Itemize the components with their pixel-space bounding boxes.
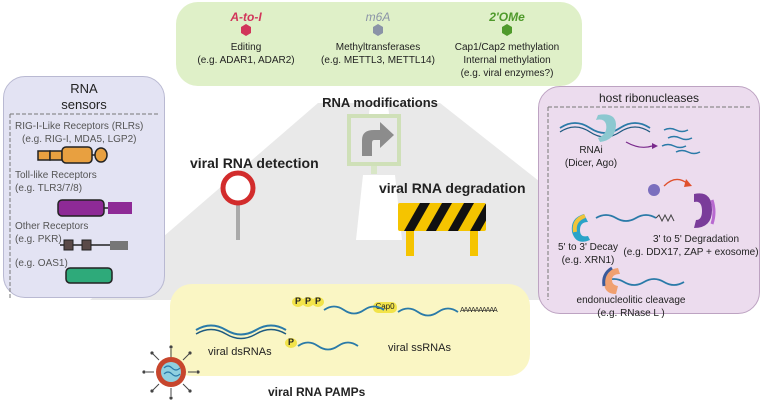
other-receptors-label: Other Receptors xyxy=(15,221,89,232)
rlr-example: (e.g. RIG-I, MDA5, LGP2) xyxy=(22,134,137,145)
rlr-label: RIG-I-Like Receptors (RLRs) xyxy=(15,121,144,132)
rnai-label: RNAi xyxy=(579,145,603,156)
m6a-title: m6A xyxy=(365,10,391,24)
nucleases-title: host ribonucleases xyxy=(598,91,700,105)
ssrnas-label: viral ssRNAs xyxy=(388,342,451,354)
a2i-line1: Editing xyxy=(230,42,262,53)
p-label-4: P xyxy=(287,337,294,347)
ome-title: 2'OMe xyxy=(489,10,525,24)
ome-line2: Internal methylation xyxy=(463,55,551,66)
m6a-line2: (e.g. METTL3, METTL14) xyxy=(321,55,435,66)
p-label-1: P xyxy=(294,296,301,306)
endo-label: endonucleolitic cleavage xyxy=(576,295,686,306)
modifications-heading: RNA modifications xyxy=(322,95,438,110)
p-label-2: P xyxy=(304,296,311,306)
cap0-label: Cap0 xyxy=(375,302,395,311)
decay53-label: 5' to 3' Decay xyxy=(558,242,618,253)
m6a-line1: Methyltransferases xyxy=(335,42,421,53)
a2i-line2: (e.g. ADAR1, ADAR2) xyxy=(197,55,295,66)
sensors-title-2: sensors xyxy=(61,97,107,112)
polya-tail: AAAAAAAAAA xyxy=(460,307,498,314)
decay35-label: 3' to 5' Degradation xyxy=(652,234,740,245)
ome-line1: Cap1/Cap2 methylation xyxy=(454,42,560,53)
modifications-panel xyxy=(176,2,582,86)
degradation-label: viral RNA degradation xyxy=(379,180,526,196)
decay53-example: (e.g. XRN1) xyxy=(561,255,615,266)
a2i-title: A-to-I xyxy=(230,10,262,24)
rnai-example: (Dicer, Ago) xyxy=(564,158,618,169)
oas-example: (e.g. OAS1) xyxy=(15,258,68,269)
endo-example: (e.g. RNase L ) xyxy=(597,308,665,319)
pamps-label: viral RNA PAMPs xyxy=(268,385,366,399)
ome-line3: (e.g. viral enzymes?) xyxy=(460,68,554,79)
sensors-title-1: RNA xyxy=(70,81,98,96)
tlr-label: Toll-like Receptors xyxy=(15,170,97,181)
sensors-panel xyxy=(3,76,165,298)
detection-label: viral RNA detection xyxy=(190,155,319,171)
dsrnas-label: viral dsRNAs xyxy=(208,346,272,358)
nucleases-panel xyxy=(538,86,760,314)
other-receptors-example: (e.g. PKR) xyxy=(15,234,62,245)
decay35-example: (e.g. DDX17, ZAP + exosome) xyxy=(623,247,759,258)
tlr-example: (e.g. TLR3/7/8) xyxy=(15,183,83,194)
pamps-panel xyxy=(170,284,530,376)
p-label-3: P xyxy=(314,296,321,306)
